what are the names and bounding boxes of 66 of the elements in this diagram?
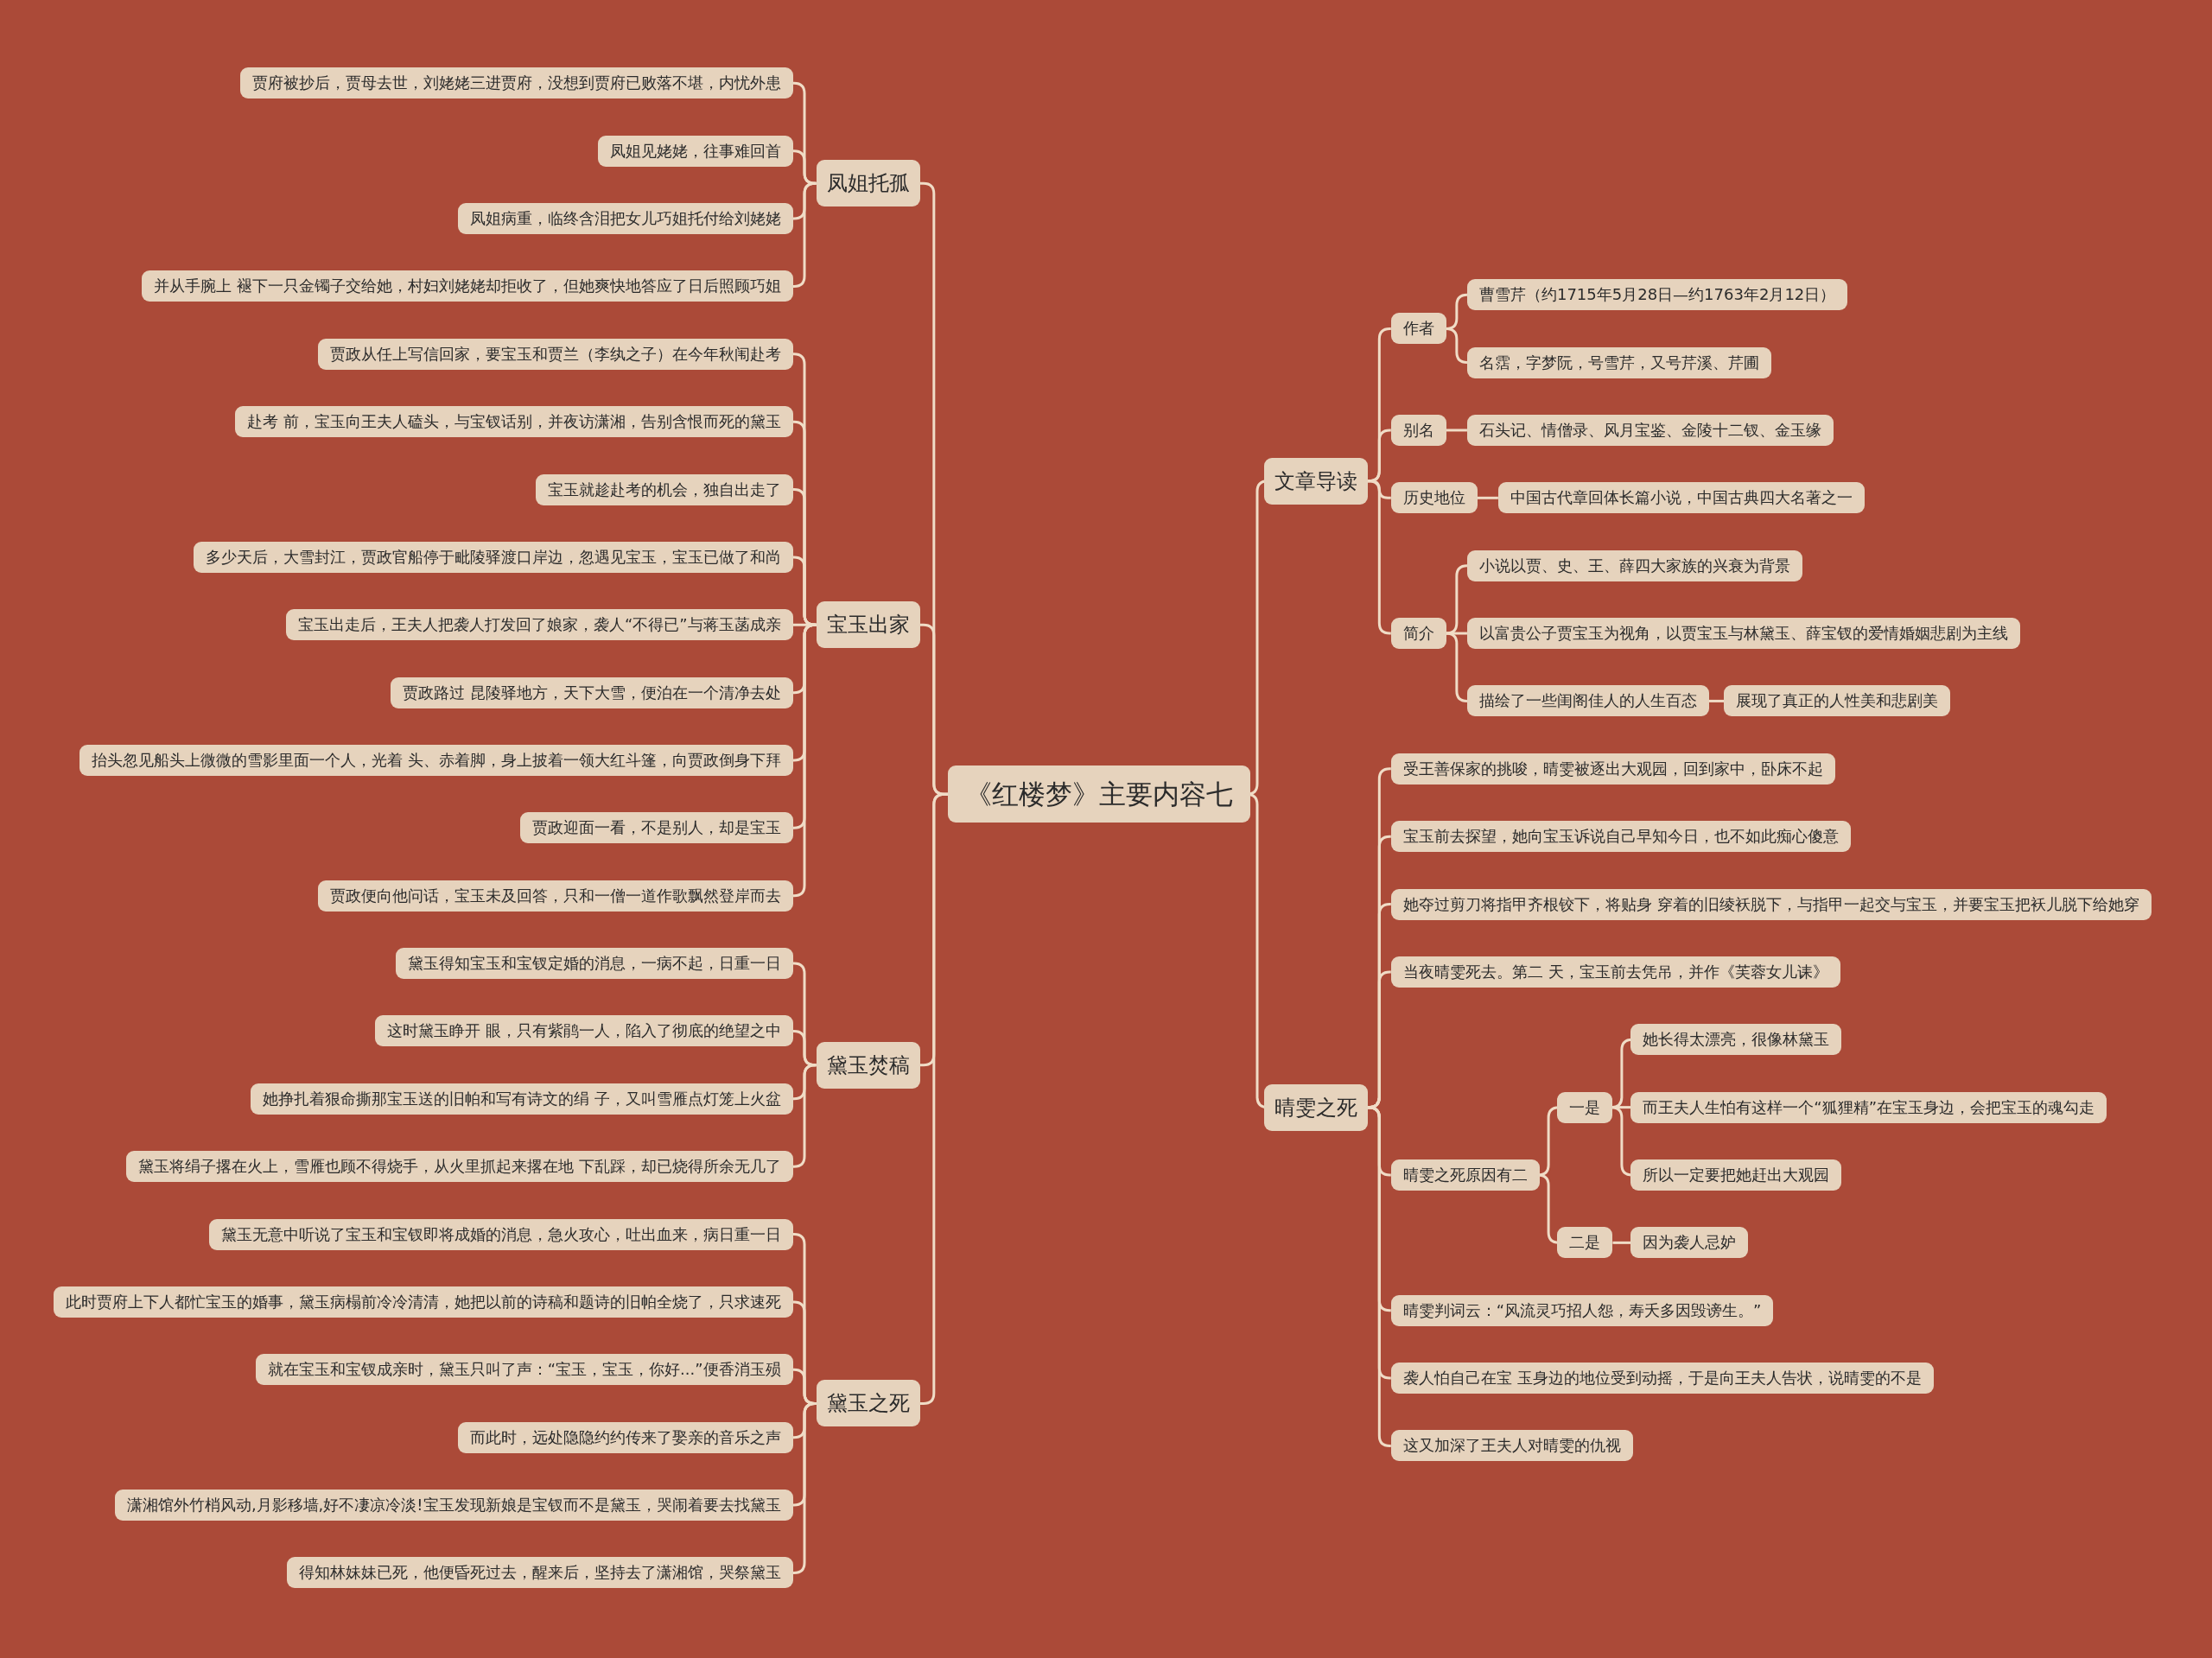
- subtopic-box: 这又加深了王夫人对晴雯的仇视: [1390, 1430, 1633, 1462]
- subtopic-box: 受王善保家的挑唆，晴雯被逐出大观园，回到家中，卧床不起: [1390, 753, 1835, 785]
- subtopic-box: 而此时，远处隐隐约约传来了娶亲的音乐之声: [457, 1421, 793, 1453]
- subtopic-box: 此时贾府上下人都忙宝玉的婚事，黛玉病榻前冷冷清清，她把以前的诗稿和题诗的旧帕全烧了，只求速死: [53, 1286, 793, 1318]
- subtopic-box: 贾政便向他问话，宝玉未及回答，只和一僧一道作歌飘然登岸而去: [317, 880, 793, 912]
- subtopic-box: 名霑，字梦阮，号雪芹，又号芹溪、芹圃: [1466, 346, 1771, 378]
- subtopic-box: 当夜晴雯死去。第二 天，宝玉前去凭吊，并作《芙蓉女儿诔》: [1390, 956, 1840, 988]
- subtopic-box: 并从手腕上 褪下一只金镯子交给她，村妇刘姥姥却拒收了，但她爽快地答应了日后照顾巧姐: [141, 270, 793, 302]
- subtopic-box: 石头记、情僧录、风月宝鉴、金陵十二钗、金玉缘: [1466, 414, 1834, 446]
- subtopic-box: 多少天后，大雪封江，贾政官船停于毗陵驿渡口岸边，忽遇见宝玉，宝玉已做了和尚: [193, 541, 793, 573]
- branch-topic: 黛玉之死: [816, 1380, 920, 1427]
- subtopic-box: 她夺过剪刀将指甲齐根铰下，将贴身 穿着的旧绫袄脱下，与指甲一起交与宝玉，并要宝玉把袄儿脱下给她穿: [1390, 888, 2152, 920]
- central-topic: 《红楼梦》主要内容七: [948, 765, 1251, 823]
- subtopic-box: 历史地位: [1390, 482, 1478, 514]
- subtopic-box: 作者: [1390, 313, 1446, 345]
- branch-topic: 文章导读: [1263, 457, 1368, 505]
- subtopic-box: 就在宝玉和宝钗成亲时，黛玉只叫了声：“宝玉，宝玉，你好...”便香消玉殒: [255, 1354, 793, 1386]
- subtopic-box: 描绘了一些闺阁佳人的人生百态: [1466, 685, 1709, 717]
- subtopic-box: 她挣扎着狠命撕那宝玉送的旧帕和写有诗文的绢 子，又叫雪雁点灯笼上火盆: [250, 1083, 793, 1115]
- subtopic-box: 这时黛玉睁开 眼，只有紫鹃一人，陷入了彻底的绝望之中: [374, 1015, 793, 1047]
- subtopic-box: 赴考 前，宝玉向王夫人磕头，与宝钗话别，并夜访潇湘，告别含恨而死的黛玉: [234, 406, 793, 438]
- subtopic-box: 抬头忽见船头上微微的雪影里面一个人，光着 头、赤着脚，身上披着一领大红斗篷，向贾政倒身下拜: [79, 745, 793, 776]
- subtopic-box: 别名: [1390, 414, 1446, 446]
- subtopic-box: 宝玉前去探望，她向宝玉诉说自己早知今日，也不如此痴心傻意: [1390, 821, 1851, 853]
- branch-topic: 黛玉焚稿: [816, 1041, 920, 1089]
- connector-line: [1612, 1241, 1631, 1244]
- subtopic-box: 凤姐见姥姥，往事难回首: [597, 135, 793, 167]
- subtopic-box: 袭人怕自己在宝 玉身边的地位受到动摇，于是向王夫人告状，说晴雯的不是: [1390, 1363, 1934, 1394]
- connector-line: [1477, 496, 1498, 499]
- subtopic-box: 贾府被抄后，贾母去世，刘姥姥三进贾府，没想到贾府已败落不堪，内忧外患: [239, 67, 793, 99]
- branch-topic: 宝玉出家: [816, 601, 920, 649]
- subtopic-box: 潇湘馆外竹梢风动,月影移墙,好不凄凉冷淡!宝玉发现新娘是宝钗而不是黛玉，哭闹着要去找黛玉: [114, 1490, 793, 1521]
- subtopic-box: 二是: [1557, 1227, 1613, 1259]
- connector-line: [792, 1064, 817, 1168]
- subtopic-box: 展现了真正的人性美和悲剧美: [1724, 685, 1951, 717]
- subtopic-box: 贾政迎面一看，不是别人，却是宝玉: [519, 812, 793, 844]
- subtopic-box: 凤姐病重，临终含泪把女儿巧姐托付给刘姥姥: [457, 203, 793, 235]
- connector-line: [1367, 1106, 1391, 1447]
- subtopic-box: 宝玉出走后，王夫人把袭人打发回了娘家，袭人“不得已”与蒋玉菡成亲: [285, 609, 793, 641]
- subtopic-box: 所以一定要把她赶出大观园: [1630, 1159, 1842, 1191]
- subtopic-box: 简介: [1390, 618, 1446, 650]
- subtopic-box: 黛玉得知宝玉和宝钗定婚的消息，一病不起，日重一日: [395, 948, 793, 980]
- subtopic-box: 以富贵公子贾宝玉为视角，以贾宝玉与林黛玉、薛宝钗的爱情婚姻悲剧为主线: [1466, 618, 2020, 650]
- connector-line: [1367, 480, 1391, 635]
- connector-line: [1446, 429, 1467, 432]
- subtopic-box: 得知林妹妹已死，他便昏死过去，醒来后，坚持去了潇湘馆，哭祭黛玉: [286, 1557, 793, 1589]
- connector-line: [1708, 699, 1725, 702]
- subtopic-box: 贾政路过 昆陵驿地方，天下大雪，便泊在一个清净去处: [390, 677, 793, 708]
- subtopic-box: 晴雯之死原因有二: [1390, 1159, 1540, 1191]
- subtopic-box: 贾政从任上写信回家，要宝玉和贾兰（李纨之子）在今年秋闱赴考: [317, 338, 793, 370]
- branch-topic: 晴雯之死: [1263, 1083, 1368, 1131]
- subtopic-box: 晴雯判词云：“风流灵巧招人怨，寿夭多因毁谤生。”: [1390, 1294, 1774, 1326]
- subtopic-box: 因为袭人忌妒: [1630, 1227, 1749, 1259]
- subtopic-box: 曹雪芹（约1715年5月28日—约1763年2月12日）: [1466, 279, 1848, 311]
- subtopic-box: 宝玉就趁赴考的机会，独自出走了: [535, 473, 793, 505]
- connector-line: [792, 181, 817, 288]
- subtopic-box: 一是: [1557, 1091, 1613, 1123]
- subtopic-box: 中国古代章回体长篇小说，中国古典四大名著之一: [1497, 482, 1865, 514]
- subtopic-box: 她长得太漂亮，很像林黛玉: [1630, 1024, 1842, 1056]
- subtopic-box: 黛玉将绢子撂在火上，雪雁也顾不得烧手，从火里抓起来撂在地 下乱踩，却已烧得所余无几了: [125, 1151, 793, 1183]
- connector-line: [792, 1402, 817, 1574]
- connector-line: [1612, 1106, 1631, 1109]
- branch-topic: 凤姐托孤: [816, 160, 920, 207]
- subtopic-box: 而王夫人生怕有这样一个“狐狸精”在宝玉身边，会把宝玉的魂勾走: [1630, 1091, 2107, 1123]
- subtopic-box: 小说以贾、史、王、薛四大家族的兴衰为背景: [1466, 549, 1802, 581]
- subtopic-box: 黛玉无意中听说了宝玉和宝钗即将成婚的消息，急火攻心，吐出血来，病日重一日: [208, 1218, 793, 1250]
